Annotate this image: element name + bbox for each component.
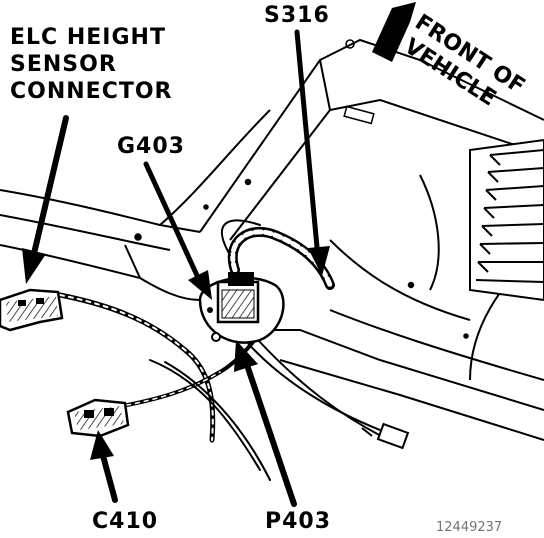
front-of-vehicle-arrow xyxy=(372,2,416,62)
elc-label-line-1: ELC HEIGHT xyxy=(10,25,166,50)
louvered-vent xyxy=(469,138,544,302)
panel-holes xyxy=(134,39,469,339)
p403-connector xyxy=(216,272,260,324)
callout-arrows xyxy=(22,2,416,507)
elc-arrow xyxy=(22,115,69,284)
c410-label: C410 xyxy=(92,509,159,534)
c410-arrow xyxy=(90,430,118,503)
wiring-harness xyxy=(57,292,386,481)
g403-label: G403 xyxy=(117,134,185,159)
p403-arrow xyxy=(234,340,297,507)
p403-label: P403 xyxy=(265,509,332,534)
s316-label: S316 xyxy=(264,3,330,28)
c410-connector xyxy=(66,398,130,438)
elc-label-line-2: SENSOR xyxy=(10,52,117,77)
elc-label-line-3: CONNECTOR xyxy=(10,79,173,104)
s316-arrow xyxy=(294,29,330,276)
figure-reference-number: 12449237 xyxy=(436,520,503,535)
wire-terminal xyxy=(361,422,410,450)
g403-arrow xyxy=(143,161,212,300)
elc-sensor-connector xyxy=(0,288,64,332)
elc-height-sensor-connector-label: ELC HEIGHT SENSOR CONNECTOR xyxy=(10,24,173,105)
body-panel-outline xyxy=(0,38,544,441)
